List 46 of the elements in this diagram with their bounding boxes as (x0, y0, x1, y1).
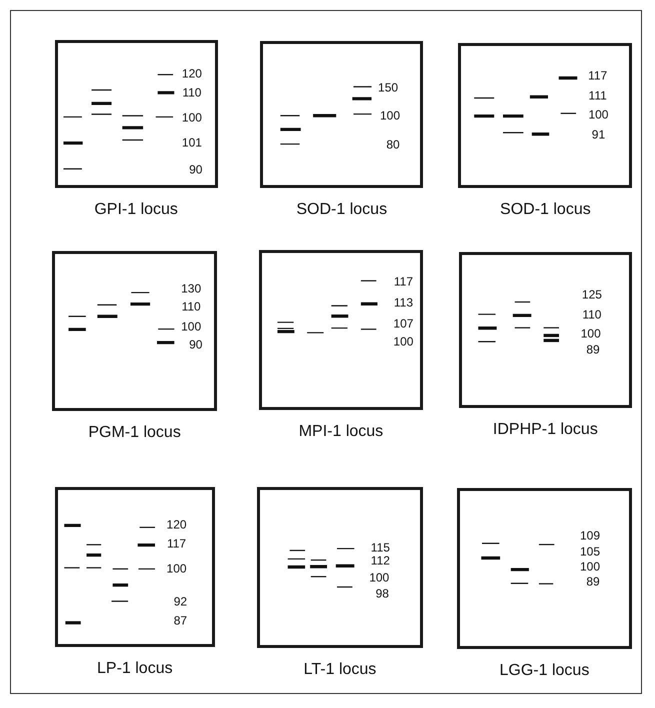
allele-label: 100 (181, 320, 202, 334)
panel-caption: GPI-1 locus (94, 200, 178, 219)
allele-label: 90 (189, 338, 202, 352)
allele-label: 125 (582, 288, 602, 302)
allele-label: 100 (580, 560, 600, 574)
allele-label: 100 (182, 111, 202, 124)
panel-caption: LT-1 locus (304, 660, 376, 679)
allele-label: 109 (580, 530, 600, 543)
allele-label: 100 (369, 571, 390, 584)
allele-label: 90 (189, 164, 202, 177)
allele-label: 117 (394, 275, 413, 288)
allele-label: 112 (370, 554, 390, 568)
allele-label: 113 (394, 296, 413, 310)
allele-label: 110 (182, 300, 201, 314)
allele-label: 107 (393, 317, 414, 330)
allele-label: 130 (181, 282, 202, 296)
panel-caption: IDPHP-1 locus (492, 420, 598, 439)
panel-caption: LP-1 locus (97, 660, 173, 678)
allele-label: 105 (580, 545, 600, 558)
allele-label: 100 (393, 335, 414, 348)
allele-label: 150 (378, 82, 398, 95)
allele-label: 89 (586, 343, 600, 356)
allele-label: 115 (370, 541, 390, 554)
panel-caption: SOD-1 locus (296, 201, 388, 220)
allele-label: 100 (166, 562, 187, 576)
allele-label: 92 (174, 595, 188, 608)
allele-label: 117 (166, 538, 186, 551)
allele-label: 91 (592, 128, 606, 142)
allele-label: 89 (586, 576, 600, 589)
panel-caption: SOD-1 locus (500, 200, 591, 219)
allele-label: 100 (380, 110, 400, 123)
allele-label: 87 (174, 614, 188, 628)
panel-caption: MPI-1 locus (298, 422, 384, 441)
allele-label: 101 (182, 136, 202, 150)
allele-label: 100 (580, 327, 601, 340)
allele-label: 80 (386, 138, 400, 152)
allele-label: 120 (166, 518, 187, 532)
allele-label: 120 (182, 68, 202, 81)
allele-label: 117 (588, 70, 608, 83)
allele-label: 98 (376, 588, 389, 601)
allele-label: 110 (182, 86, 202, 100)
panel-caption: LGG-1 locus (500, 662, 590, 680)
allele-label: 100 (588, 108, 608, 122)
allele-label: 110 (582, 308, 602, 322)
allele-label: 111 (588, 90, 607, 103)
panel-caption: PGM-1 locus (88, 424, 181, 442)
